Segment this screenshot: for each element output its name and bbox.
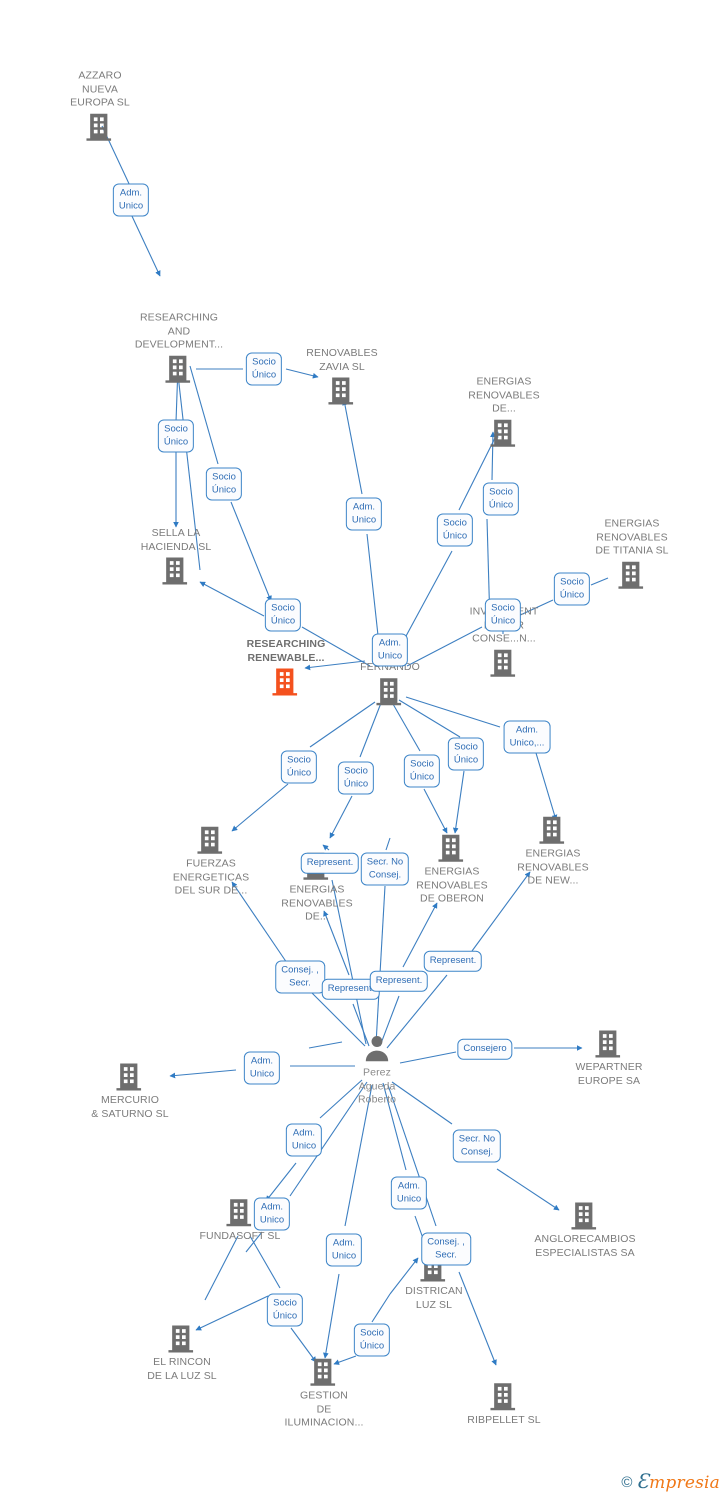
brand-wordmark: Ɛmpresia	[636, 1471, 720, 1493]
company-icon	[439, 1381, 569, 1413]
company-icon	[567, 559, 697, 591]
relation-chip[interactable]: Socio Único	[157, 419, 195, 453]
relation-chip[interactable]: Adm. Unico	[253, 1197, 291, 1231]
relation-chip[interactable]: Adm. Unico	[325, 1233, 363, 1267]
node-mercurio-saturno[interactable]: MERCURIO & SATURNO SL	[65, 1061, 195, 1121]
relation-chip[interactable]: Consejero	[457, 1038, 513, 1060]
node-fundasoft[interactable]: FUNDASOFT SL	[175, 1197, 305, 1244]
node-gestion-de-iluminacion[interactable]: GESTION DE ILUMINACION...	[259, 1356, 389, 1430]
relation-chip[interactable]: Socio Único	[205, 467, 243, 501]
node-sella-la-hacienda[interactable]: SELLA LA HACIENDA SL	[111, 527, 241, 587]
company-icon-highlighted	[221, 666, 351, 698]
relation-chip[interactable]: Socio Único	[484, 598, 522, 632]
node-label: ENERGIAS RENOVABLES DE...	[281, 883, 353, 923]
relation-chip[interactable]: Represent.	[423, 950, 483, 972]
node-energias-renovables-de-titania[interactable]: ENERGIAS RENOVABLES DE TITANIA SL	[567, 517, 697, 591]
company-icon	[175, 1197, 305, 1229]
company-icon	[277, 375, 407, 407]
company-icon	[117, 1323, 247, 1355]
node-anglorecambios-especialistas[interactable]: ANGLORECAMBIOS ESPECIALISTAS SA	[520, 1200, 650, 1260]
relation-chip[interactable]: Socio Único	[280, 750, 318, 784]
company-icon	[325, 675, 455, 707]
node-label: MERCURIO & SATURNO SL	[91, 1094, 169, 1120]
relation-chip[interactable]: Socio Único	[353, 1323, 391, 1357]
node-label: ENERGIAS RENOVABLES DE TITANIA SL	[595, 517, 669, 557]
company-icon	[544, 1028, 674, 1060]
node-energias-renovables-de-new[interactable]: ENERGIAS RENOVABLES DE NEW...	[488, 814, 618, 888]
person-icon	[312, 1033, 442, 1065]
relation-chip[interactable]: Consej. , Secr.	[421, 1232, 471, 1266]
relation-chip[interactable]: Adm. Unico	[345, 497, 383, 531]
node-energias-renovables-de[interactable]: ENERGIAS RENOVABLES DE...	[439, 375, 569, 449]
node-label: ANGLORECAMBIOS ESPECIALISTAS SA	[534, 1233, 636, 1259]
node-ribpellet[interactable]: RIBPELLET SL	[439, 1381, 569, 1428]
relation-chip[interactable]: Adm. Unico	[371, 633, 409, 667]
node-label: FUNDASOFT SL	[199, 1229, 281, 1242]
company-icon	[111, 555, 241, 587]
node-label: RENOVABLES ZAVIA SL	[306, 347, 378, 373]
empresia-watermark: © Ɛmpresia	[621, 1471, 720, 1493]
node-fuerzas-energeticas-del-sur[interactable]: FUERZAS ENERGETICAS DEL SUR DE...	[146, 824, 276, 898]
node-label: RIBPELLET SL	[467, 1413, 541, 1426]
company-icon	[439, 647, 569, 679]
company-icon	[439, 417, 569, 449]
node-label: RESEARCHING RENEWABLE...	[246, 638, 326, 664]
company-icon	[65, 1061, 195, 1093]
relation-chip[interactable]: Socio Único	[337, 761, 375, 795]
node-energias-renovables-de-oberon[interactable]: ENERGIAS RENOVABLES DE OBERON	[387, 832, 517, 906]
relation-chip[interactable]: Socio Único	[553, 572, 591, 606]
node-label: EL RINCON DE LA LUZ SL	[147, 1356, 217, 1382]
relation-chip[interactable]: Adm. Unico	[285, 1123, 323, 1157]
company-icon	[146, 824, 276, 856]
relation-chip[interactable]: Secr. No Consej.	[360, 852, 410, 886]
node-label: ENERGIAS RENOVABLES DE...	[468, 375, 540, 415]
relation-chip[interactable]: Represent.	[300, 852, 360, 874]
copyright-icon: ©	[621, 1474, 633, 1491]
company-icon	[259, 1356, 389, 1388]
node-label: ENERGIAS RENOVABLES DE NEW...	[517, 847, 589, 887]
node-label: DISTRICAN LUZ SL	[405, 1285, 463, 1311]
node-label: Perez Agueda Roberto	[357, 1066, 397, 1106]
relation-chip[interactable]: Adm. Unico	[390, 1176, 428, 1210]
relation-chip[interactable]: Socio Único	[264, 598, 302, 632]
relation-chip[interactable]: Adm. Unico	[243, 1051, 281, 1085]
node-label: SELLA LA HACIENDA SL	[140, 527, 212, 553]
node-label: FUERZAS ENERGETICAS DEL SUR DE...	[172, 857, 250, 897]
relation-chip[interactable]: Socio Único	[447, 737, 485, 771]
relation-chip[interactable]: Adm. Unico,...	[503, 720, 551, 754]
node-perez-agueda-roberto[interactable]: Perez Agueda Roberto	[312, 1033, 442, 1107]
relation-chip[interactable]: Socio Único	[266, 1293, 304, 1327]
node-label: GESTION DE ILUMINACION...	[284, 1389, 364, 1429]
relation-chip[interactable]: Socio Único	[436, 513, 474, 547]
relation-chip[interactable]: Represent.	[321, 978, 381, 1000]
node-label: WEPARTNER EUROPE SA	[575, 1061, 643, 1087]
company-icon	[35, 111, 165, 143]
node-el-rincon-de-la-luz[interactable]: EL RINCON DE LA LUZ SL	[117, 1323, 247, 1383]
node-wepartner-europe[interactable]: WEPARTNER EUROPE SA	[544, 1028, 674, 1088]
node-azzaro[interactable]: AZZARO NUEVA EUROPA SL	[35, 69, 165, 143]
brand-initial: Ɛ	[636, 1469, 650, 1493]
node-researching-renewable[interactable]: RESEARCHING RENEWABLE...	[221, 638, 351, 698]
node-label: ENERGIAS RENOVABLES DE OBERON	[416, 865, 488, 905]
relation-chip[interactable]: Socio Único	[403, 754, 441, 788]
relation-chip[interactable]: Adm. Unico	[112, 183, 150, 217]
company-icon	[488, 814, 618, 846]
relation-chip[interactable]: Socio Único	[482, 482, 520, 516]
node-label: AZZARO NUEVA EUROPA SL	[70, 69, 130, 109]
node-fernando[interactable]: FERNANDO	[325, 661, 455, 708]
company-icon	[387, 832, 517, 864]
relation-chip[interactable]: Socio Único	[245, 352, 283, 386]
relation-chip[interactable]: Represent.	[369, 970, 429, 992]
brand-rest: mpresia	[649, 1473, 720, 1493]
company-icon	[114, 353, 244, 385]
company-icon	[520, 1200, 650, 1232]
node-researching-and-development[interactable]: RESEARCHING AND DEVELOPMENT...	[114, 311, 244, 385]
node-renovables-zavia[interactable]: RENOVABLES ZAVIA SL	[277, 347, 407, 407]
relation-chip[interactable]: Consej. , Secr.	[275, 960, 325, 994]
relation-chip[interactable]: Secr. No Consej.	[452, 1129, 502, 1163]
node-label: RESEARCHING AND DEVELOPMENT...	[134, 311, 224, 351]
